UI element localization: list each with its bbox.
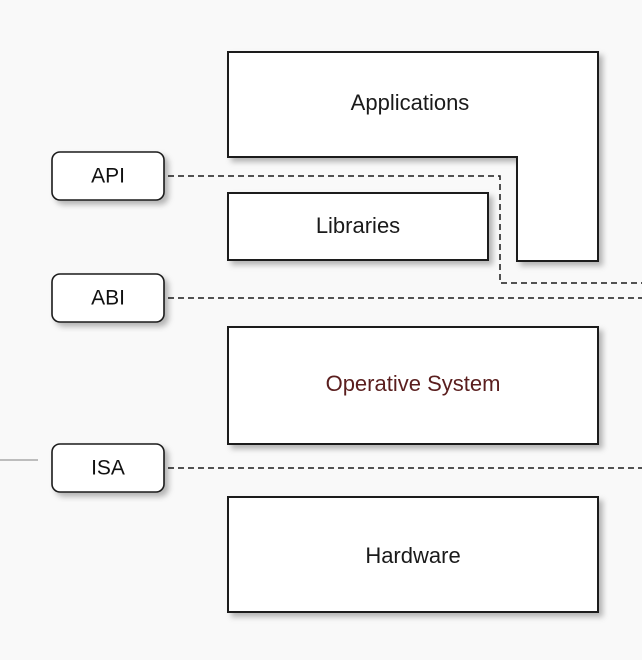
libraries-label: Libraries (316, 213, 400, 238)
api-boundary-line (168, 175, 642, 284)
applications-layer: Applications (227, 51, 599, 262)
abi-tag: ABI (51, 273, 165, 323)
hardware-layer: Hardware (227, 496, 599, 613)
abi-label: ABI (91, 287, 125, 310)
api-label: API (91, 165, 125, 188)
api-tag: API (51, 151, 165, 201)
libraries-layer: Libraries (227, 192, 489, 261)
operative-system-label: Operative System (326, 371, 501, 396)
operative-system-layer: Operative System (227, 326, 599, 445)
isa-label: ISA (91, 457, 125, 480)
hardware-label: Hardware (365, 543, 460, 568)
applications-label: Applications (351, 90, 470, 115)
isa-tag: ISA (51, 443, 165, 493)
